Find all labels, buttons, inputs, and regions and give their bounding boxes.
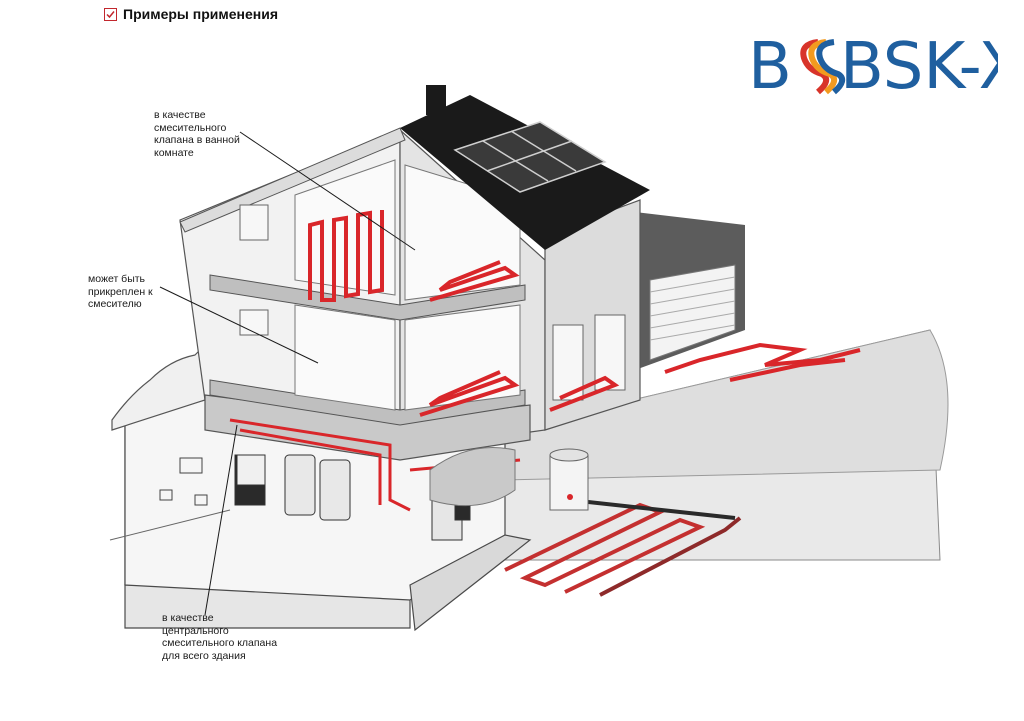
outdoor-tank [549,448,589,511]
callout-bathroom-mixer: в качестве смесительного клапана в ванно… [154,109,240,159]
ground-collector [504,498,742,597]
ground-surface [504,329,949,481]
callout-attached-mixer: может быть прикреплен к смесителю [88,273,153,310]
facade-windows [239,204,626,401]
callout-central-mixer: в качестве центрального смесительного кл… [162,612,278,662]
garage [635,212,745,370]
brand-logo: B BSK-XXI [748,30,1024,104]
page-title: Примеры применения [123,6,278,22]
page-header: Примеры применения [104,6,278,22]
floor-heating-loops [419,260,620,417]
leader-lines [159,131,416,616]
basement-left-wall [111,343,206,431]
solar-panels [453,121,607,193]
logo-graphic: B BSK-XXI [748,30,1024,104]
fuel-pile [429,447,516,507]
logo-stripes [800,39,846,95]
floor-slabs [209,274,526,426]
checkbox-icon [104,7,117,21]
upper-wall-heating [308,210,384,302]
logo-text: BSK-XXI [840,30,998,100]
wall-meters [109,457,231,541]
garden-heating-loops [664,342,861,382]
svg-text:B: B [748,30,792,100]
